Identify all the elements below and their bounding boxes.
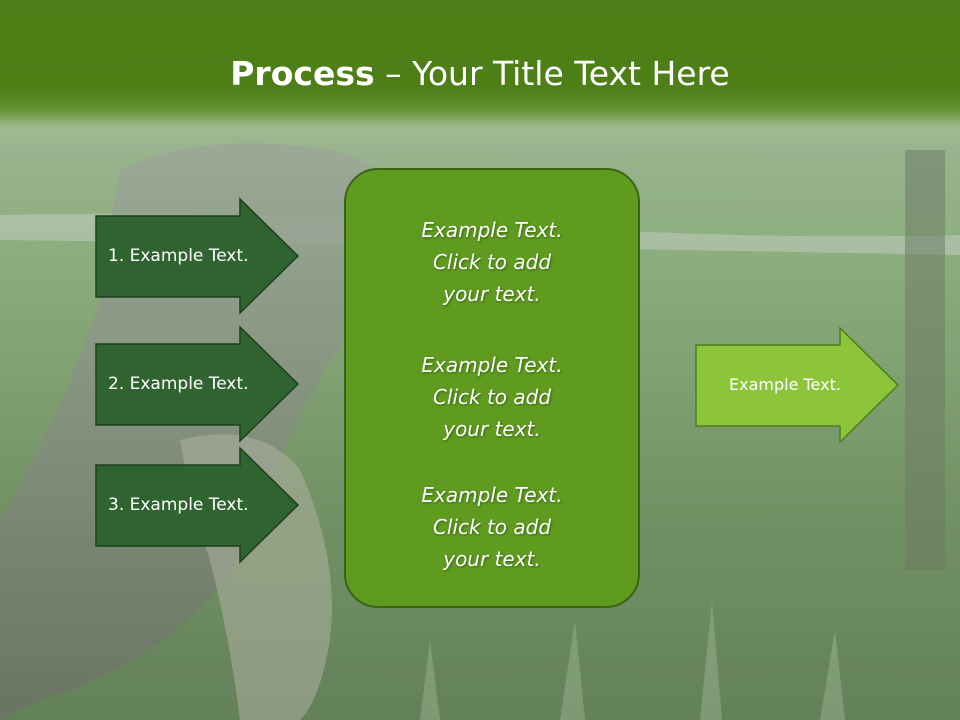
center-item-1-line3: your text. [443,282,541,306]
center-item-2-line1: Example Text. [421,353,563,377]
center-item-3-line2: Click to add [432,515,552,539]
left-arrow-2-label: 2. Example Text. [108,374,249,394]
center-item-2-line3: your text. [443,417,541,441]
center-item-1-line2: Click to add [432,250,552,274]
title-band [0,0,960,145]
center-item-2-line2: Click to add [432,385,552,409]
center-item-2: Example Text. Click to add your text. [346,349,638,445]
right-arrow-label: Example Text. [729,375,841,394]
center-item-1-line1: Example Text. [421,218,563,242]
center-text-box[interactable]: Example Text. Click to add your text. Ex… [344,168,640,608]
center-item-3: Example Text. Click to add your text. [346,479,638,575]
center-item-3-line3: your text. [443,547,541,571]
left-arrow-1[interactable]: 1. Example Text. [95,197,300,315]
right-arrow[interactable]: Example Text. [695,326,900,444]
arrow-shape-2 [95,325,300,443]
left-arrow-3[interactable]: 3. Example Text. [95,446,300,564]
left-arrow-3-label: 3. Example Text. [108,495,249,515]
title-bold: Process [230,54,375,93]
arrow-shape-3 [95,446,300,564]
left-arrow-1-label: 1. Example Text. [108,246,249,266]
title-rest: – Your Title Text Here [374,54,730,93]
right-arrow-shape [695,326,900,444]
center-item-3-line1: Example Text. [421,483,563,507]
slide-title: Process – Your Title Text Here [0,50,960,98]
arrow-shape-1 [95,197,300,315]
center-item-1: Example Text. Click to add your text. [346,214,638,310]
left-arrow-2[interactable]: 2. Example Text. [95,325,300,443]
